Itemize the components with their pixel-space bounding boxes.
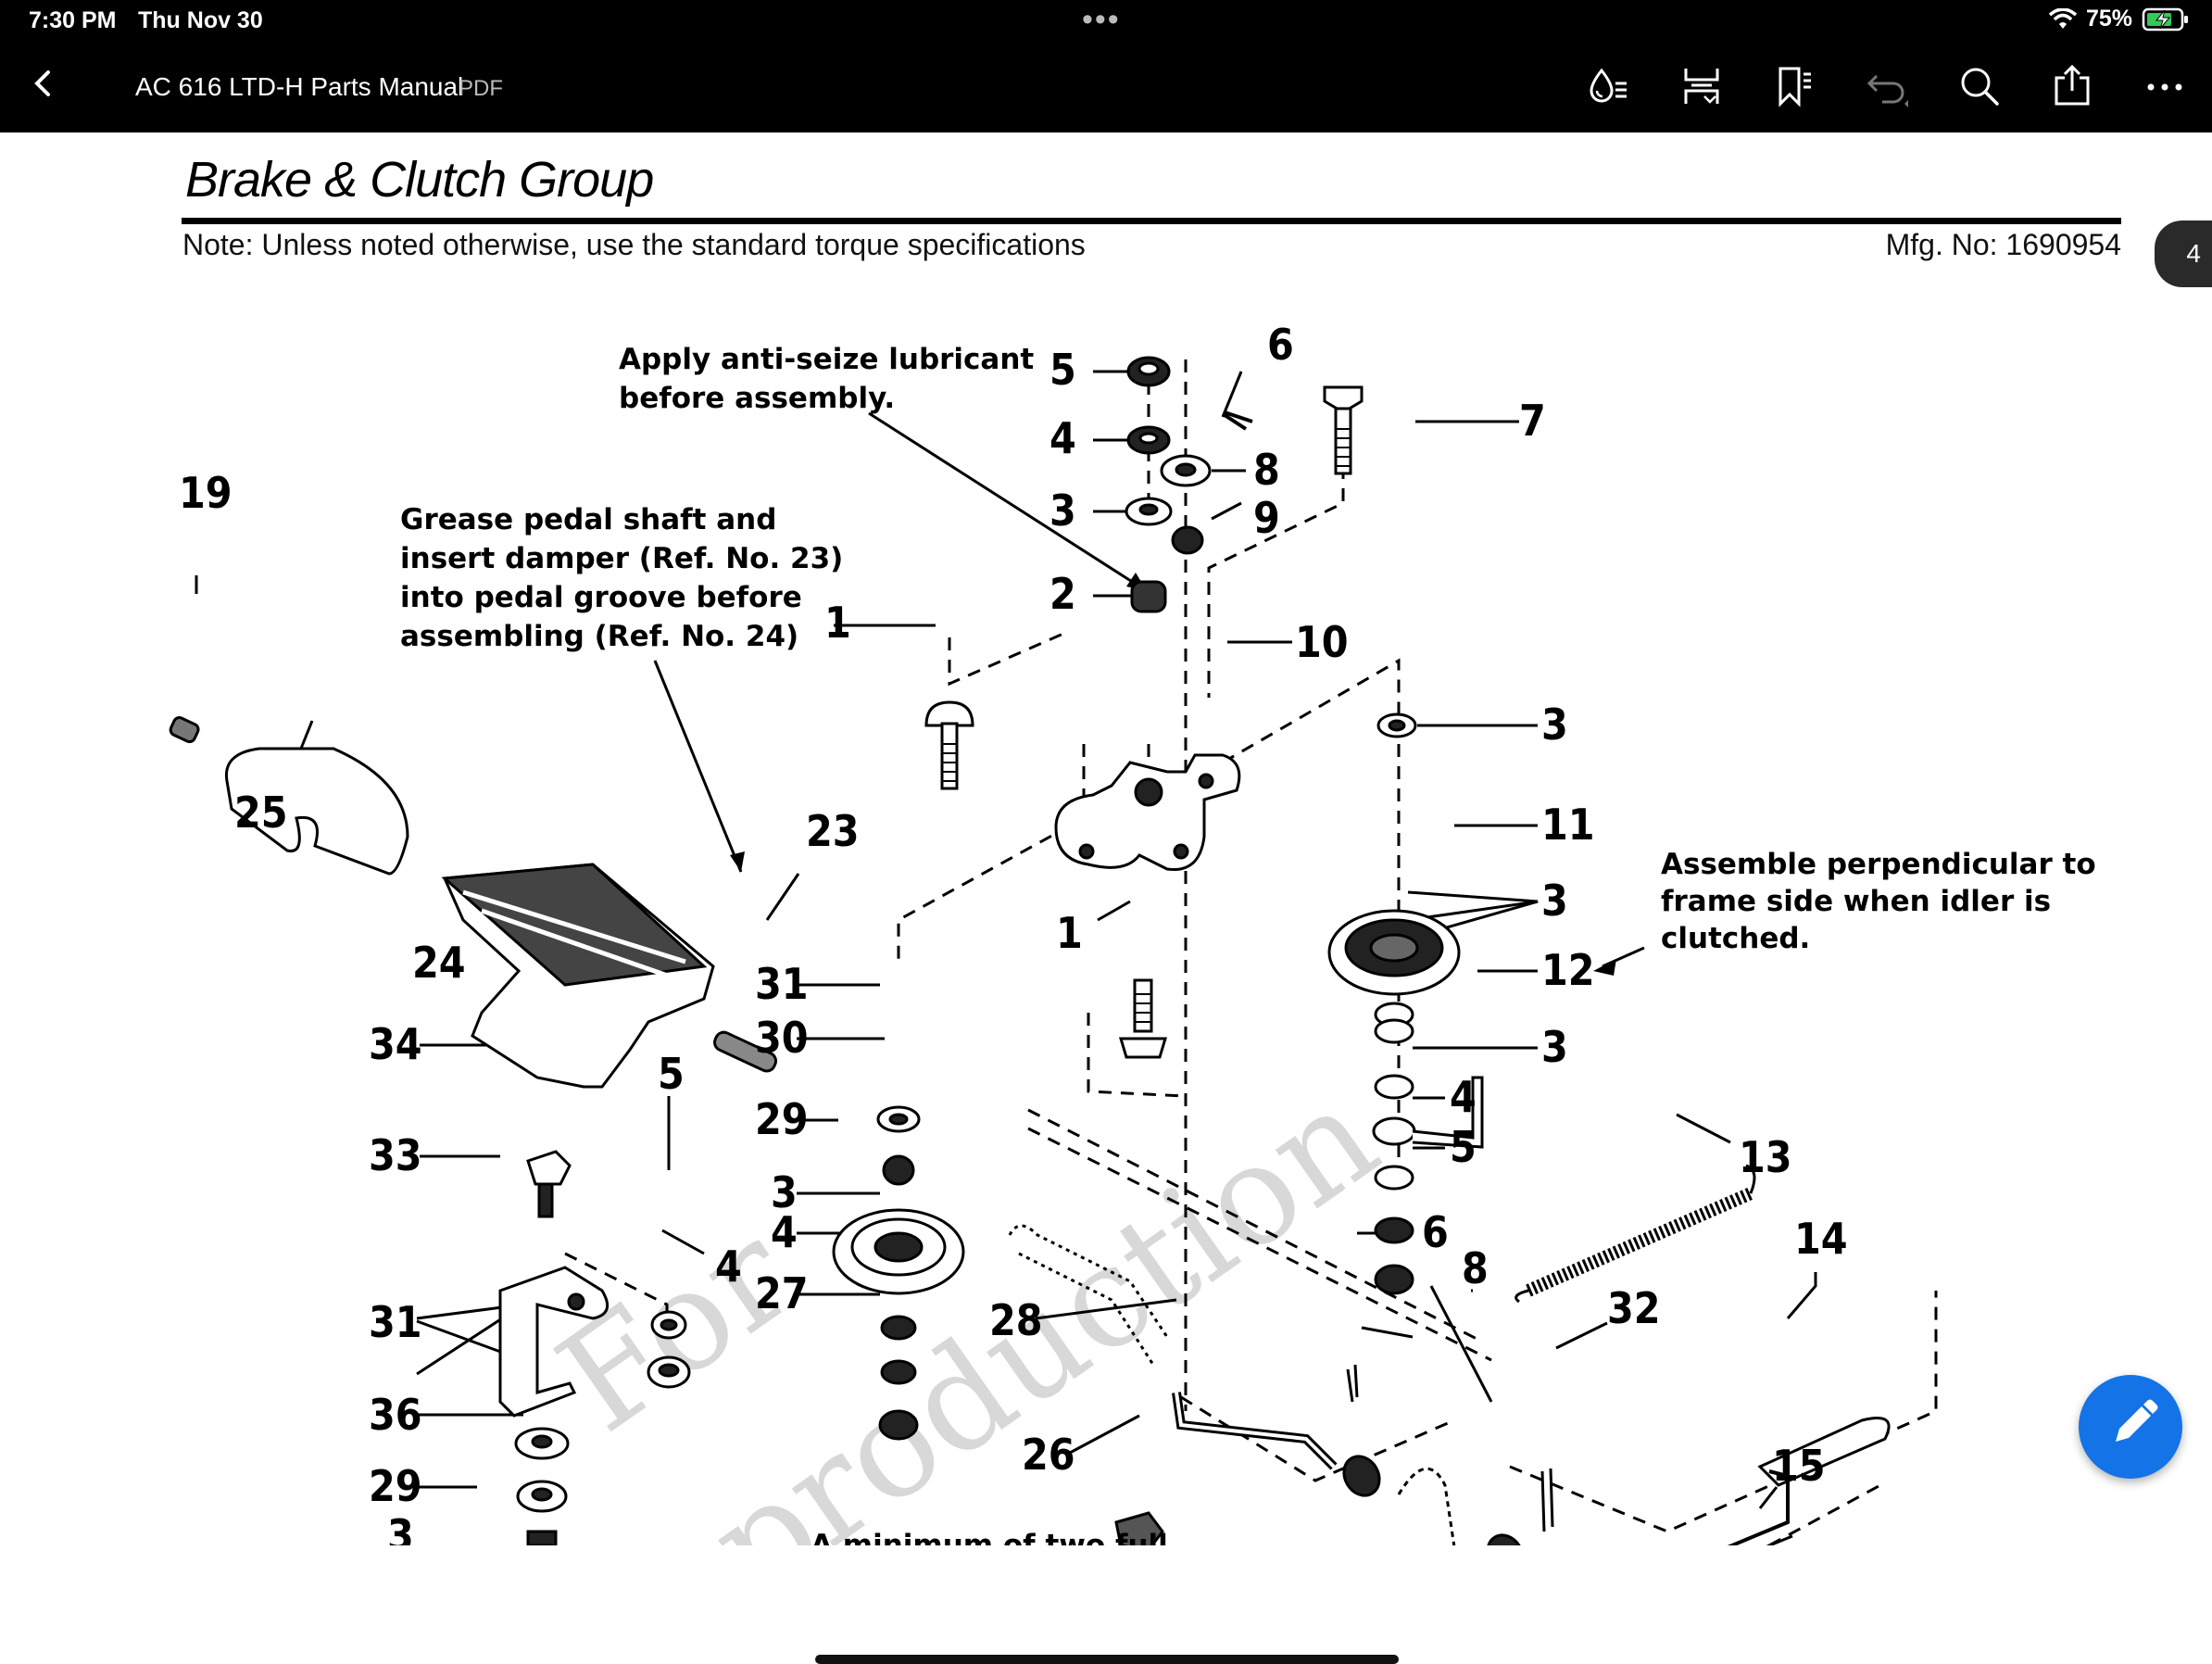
- ref-3-d: 3: [1541, 1022, 1568, 1072]
- ref-31-bottom: 31: [369, 1297, 422, 1347]
- battery-charging-icon: [2142, 7, 2188, 31]
- grease-note-line-2: insert damper (Ref. No. 23): [400, 542, 843, 575]
- bottom-note: A minimum of two full: [811, 1529, 1168, 1545]
- perpendicular-note-line-3: clutched.: [1661, 922, 1810, 955]
- page-title: Brake & Clutch Group: [185, 152, 654, 208]
- document-type-label: PDF: [459, 76, 503, 101]
- ref-9: 9: [1253, 493, 1280, 543]
- torque-note: Note: Unless noted otherwise, use the st…: [182, 228, 1086, 261]
- anti-seize-note-line-2: before assembly.: [619, 382, 895, 415]
- pencil-edit-icon: [2116, 1399, 2158, 1442]
- more-icon: [2147, 83, 2182, 91]
- undo-icon: [1866, 74, 1908, 107]
- status-date: Thu Nov 30: [138, 7, 263, 33]
- ref-4-left: 4: [715, 1242, 742, 1292]
- liquid-mode-button[interactable]: [1586, 63, 1632, 109]
- perpendicular-note-line-2: frame side when idler is: [1661, 885, 2051, 918]
- ref-10: 10: [1295, 617, 1349, 667]
- bookmark-button[interactable]: [1771, 63, 1817, 109]
- ref-5-left: 5: [658, 1049, 685, 1099]
- page-view-button[interactable]: [1678, 63, 1725, 109]
- ref-27: 27: [755, 1268, 809, 1318]
- page-view-icon: [1684, 69, 1719, 104]
- horizontal-scrollbar[interactable]: [815, 1655, 1399, 1664]
- search-icon: [1961, 68, 1999, 106]
- ref-4-right: 4: [1450, 1072, 1477, 1122]
- ref-33: 33: [369, 1130, 422, 1180]
- ref-3-bottom: 3: [387, 1510, 414, 1545]
- pdf-page[interactable]: Brake & Clutch Group Note: Unless noted …: [0, 132, 2212, 1664]
- ref-11: 11: [1541, 800, 1595, 850]
- wifi-icon: [2048, 7, 2077, 29]
- grease-note-line-1: Grease pedal shaft and: [400, 503, 776, 536]
- back-button[interactable]: [26, 65, 63, 102]
- search-button[interactable]: [1956, 63, 2003, 109]
- grease-note-line-4: assembling (Ref. No. 24): [400, 620, 798, 653]
- ref-36: 36: [369, 1390, 422, 1440]
- more-button[interactable]: [2142, 63, 2188, 109]
- ref-34: 34: [369, 1019, 422, 1069]
- ref-14: 14: [1794, 1214, 1848, 1264]
- ref-28: 28: [989, 1295, 1043, 1345]
- diagram-annotations: Apply anti-seize lubricant before assemb…: [400, 343, 2096, 1545]
- share-icon: [2055, 64, 2090, 106]
- undo-button[interactable]: [1864, 63, 1910, 109]
- ref-23: 23: [806, 806, 860, 856]
- title-rule: [182, 218, 2121, 224]
- ref-8-bottom: 8: [1462, 1243, 1489, 1293]
- ref-3-c: 3: [1541, 876, 1568, 926]
- status-time: 7:30 PM: [29, 7, 117, 33]
- mfg-number: Mfg. No: 1690954: [1885, 228, 2121, 261]
- battery-percent: 75%: [2085, 6, 2132, 32]
- bookmark-icon: [1778, 67, 1811, 107]
- ref-8-top: 8: [1253, 445, 1280, 495]
- ref-4-middle: 4: [771, 1207, 798, 1257]
- exploded-parts-diagram: For Reproduction: [169, 320, 2096, 1545]
- ref-2: 2: [1049, 569, 1076, 619]
- ref-4-top: 4: [1049, 413, 1076, 463]
- ref-6-top: 6: [1267, 320, 1294, 370]
- ref-19: 19: [179, 468, 233, 518]
- ref-5-right: 5: [1450, 1122, 1477, 1172]
- ref-26: 26: [1022, 1430, 1075, 1480]
- ref-5-top: 5: [1049, 345, 1076, 395]
- chevron-left-icon: [34, 70, 50, 96]
- ref-13: 13: [1739, 1132, 1792, 1182]
- ref-29-top: 29: [755, 1094, 809, 1144]
- ref-24: 24: [412, 938, 466, 988]
- app-toolbar: 7:30 PM Thu Nov 30 ••• 75% AC 616 LTD-H …: [0, 0, 2212, 132]
- parts: [169, 356, 1891, 1545]
- ref-3-top: 3: [1049, 485, 1076, 536]
- ref-6-bottom: 6: [1422, 1207, 1449, 1257]
- reference-numbers: 19 25 24 23 1 5 4 3 2 6 7 8 9 10 3 11 3 …: [179, 320, 1848, 1545]
- ref-29-bottom: 29: [369, 1461, 422, 1511]
- ref-31-top: 31: [755, 959, 809, 1009]
- ref-25: 25: [234, 788, 288, 838]
- ref-3-b: 3: [1541, 700, 1568, 750]
- share-button[interactable]: [2049, 63, 2095, 109]
- liquid-mode-icon: [1590, 68, 1627, 103]
- multitask-dots[interactable]: •••: [1082, 2, 1121, 37]
- ref-30: 30: [755, 1013, 809, 1063]
- ref-1-top: 1: [824, 598, 851, 648]
- ref-7: 7: [1519, 396, 1546, 446]
- edit-fab-button[interactable]: [2079, 1375, 2182, 1479]
- ref-3-e: 3: [771, 1167, 798, 1217]
- anti-seize-note-line-1: Apply anti-seize lubricant: [619, 343, 1034, 376]
- ref-15: 15: [1772, 1441, 1826, 1491]
- perpendicular-note-line-1: Assemble perpendicular to: [1661, 848, 2096, 881]
- ref-1-middle: 1: [1056, 908, 1083, 958]
- ref-12: 12: [1541, 945, 1595, 995]
- ref-32: 32: [1607, 1283, 1661, 1333]
- status-right: 75%: [2048, 6, 2190, 32]
- grease-note-line-3: into pedal groove before: [400, 581, 802, 614]
- document-title[interactable]: AC 616 LTD-H Parts Manual: [135, 72, 464, 101]
- page-number-tab[interactable]: 4: [2155, 221, 2212, 287]
